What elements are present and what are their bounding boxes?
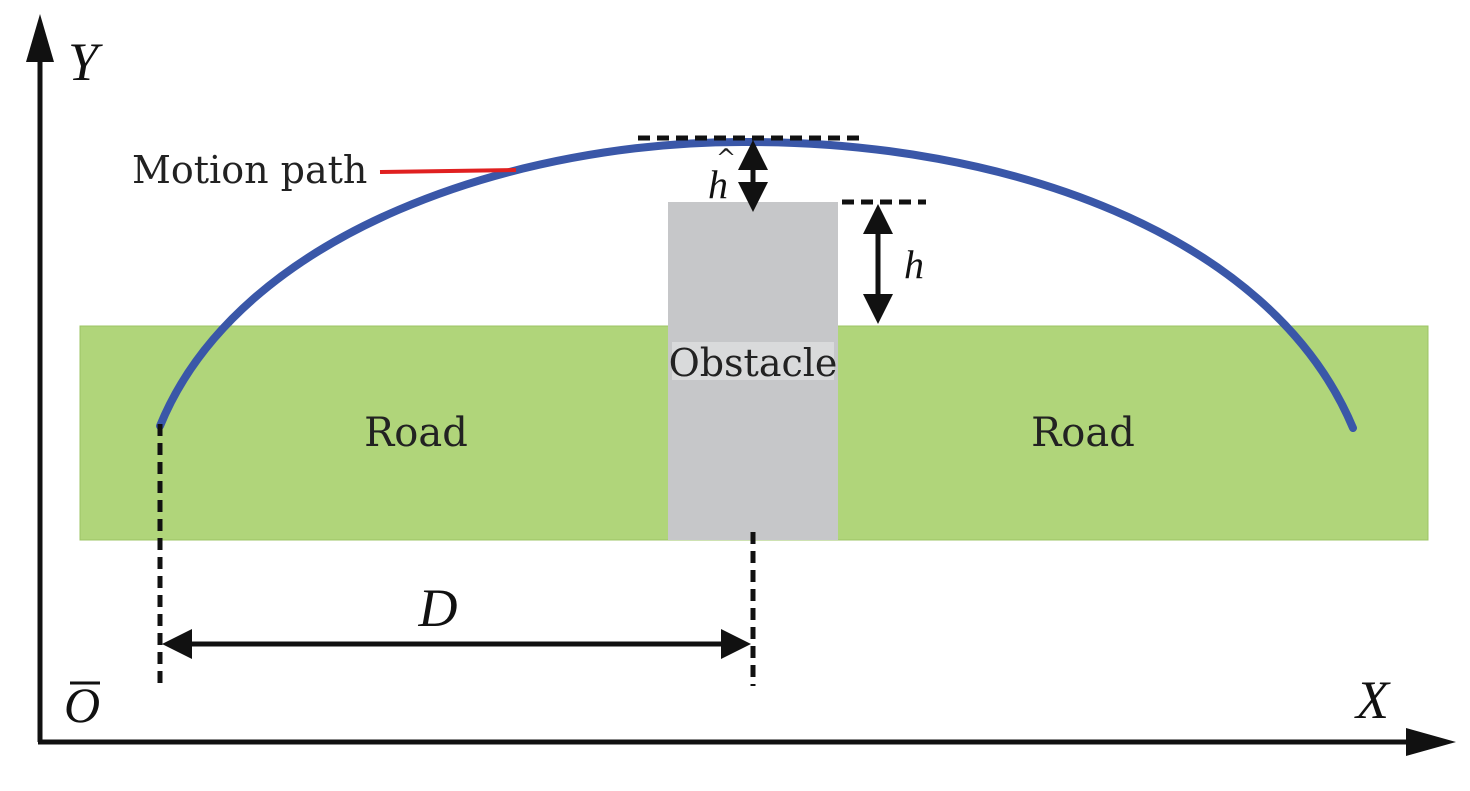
road-right-label: Road [1031,410,1135,456]
obstacle-label-bg [672,342,834,380]
road-left-label: Road [364,410,468,456]
x-axis-label: X [1354,670,1391,730]
origin-label: O [64,677,100,733]
clearance-hat: ^ [716,144,736,172]
x-axis-arrowhead [1406,728,1456,756]
clearance-label: h [708,162,728,207]
y-axis-label: Y [68,32,103,92]
y-axis-arrowhead [26,14,54,62]
obstacle-label: Obstacle [669,341,838,385]
motion-path-label: Motion path [132,148,367,192]
obstacle-height-label: h [904,242,924,287]
motion-path-pointer [379,168,517,174]
distance-label: D [418,578,458,638]
